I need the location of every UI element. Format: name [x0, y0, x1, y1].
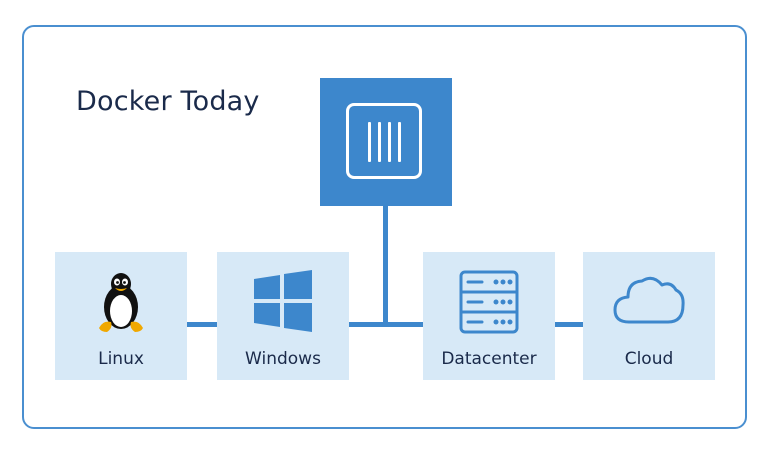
server-rack-icon — [423, 270, 555, 334]
connector-hub-vertical — [383, 206, 388, 326]
node-label-windows: Windows — [245, 349, 321, 369]
node-label-linux: Linux — [98, 349, 144, 369]
linux-penguin-icon — [55, 270, 187, 334]
diagram-frame — [22, 25, 747, 429]
node-label-datacenter: Datacenter — [441, 349, 537, 369]
connector-datacenter-cloud — [555, 322, 583, 327]
node-datacenter: Datacenter — [423, 252, 555, 380]
windows-logo-icon — [217, 270, 349, 334]
node-linux: Linux — [55, 252, 187, 380]
connector-linux-windows — [187, 322, 217, 327]
docker-container-icon — [346, 103, 422, 179]
docker-hub — [320, 78, 452, 206]
connector-windows-datacenter — [349, 322, 423, 327]
cloud-icon — [583, 270, 715, 334]
node-cloud: Cloud — [583, 252, 715, 380]
diagram-title: Docker Today — [76, 86, 260, 117]
node-label-cloud: Cloud — [624, 349, 674, 369]
node-windows: Windows — [217, 252, 349, 380]
